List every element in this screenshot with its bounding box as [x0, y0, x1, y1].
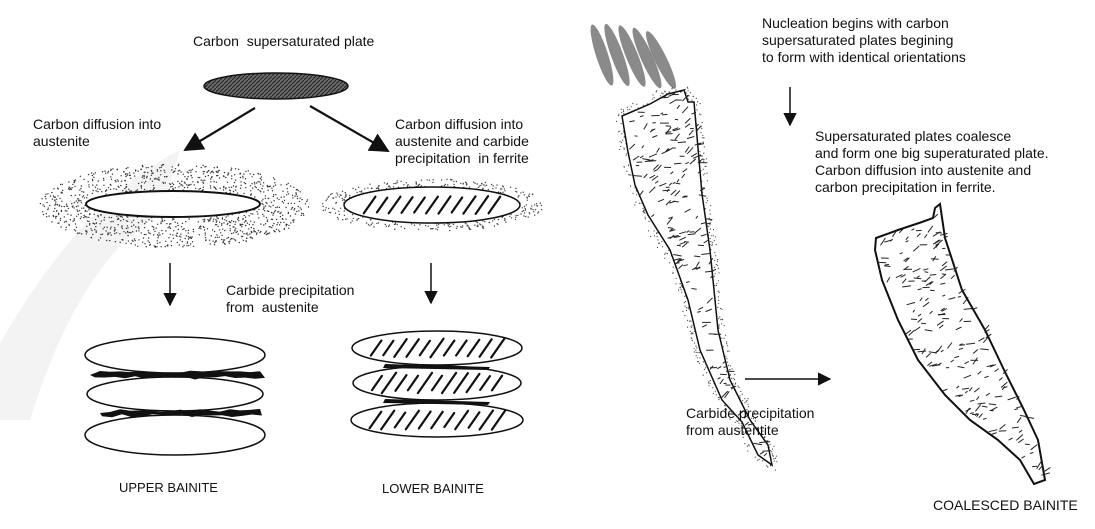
upper-plate [86, 191, 260, 217]
upper-stack-plate-1 [85, 337, 265, 373]
nucleation-text: Nucleation begins with carbon supersatur… [762, 15, 966, 66]
upper-path-label: Carbon diffusion into austenite [33, 116, 161, 150]
upper-bainite-caption: UPPER BAINITE [119, 480, 218, 496]
right-carbide-label: Carbide precipitation from austentite [686, 405, 814, 439]
lower-bainite-caption: LOWER BAINITE [382, 481, 484, 497]
upper-stack-plate-3 [85, 415, 265, 455]
lower-path-label: Carbon diffusion into austenite and carb… [395, 116, 529, 167]
arrow-to-lower-path [310, 106, 388, 151]
upper-stack-plate-2 [87, 377, 263, 411]
supersaturated-plate [204, 73, 348, 99]
carbon-supersaturated-plate-label: Carbon supersaturated plate [193, 33, 374, 50]
coalesce-text: Supersaturated plates coalesce and form … [815, 128, 1049, 196]
arrow-to-upper-path [185, 108, 255, 150]
carbide-precipitation-label: Carbide precipitation from austenite [226, 282, 354, 316]
nucleating-plates [586, 22, 680, 91]
coalesced-bainite-caption: COALESCED BAINITE [933, 497, 1078, 514]
